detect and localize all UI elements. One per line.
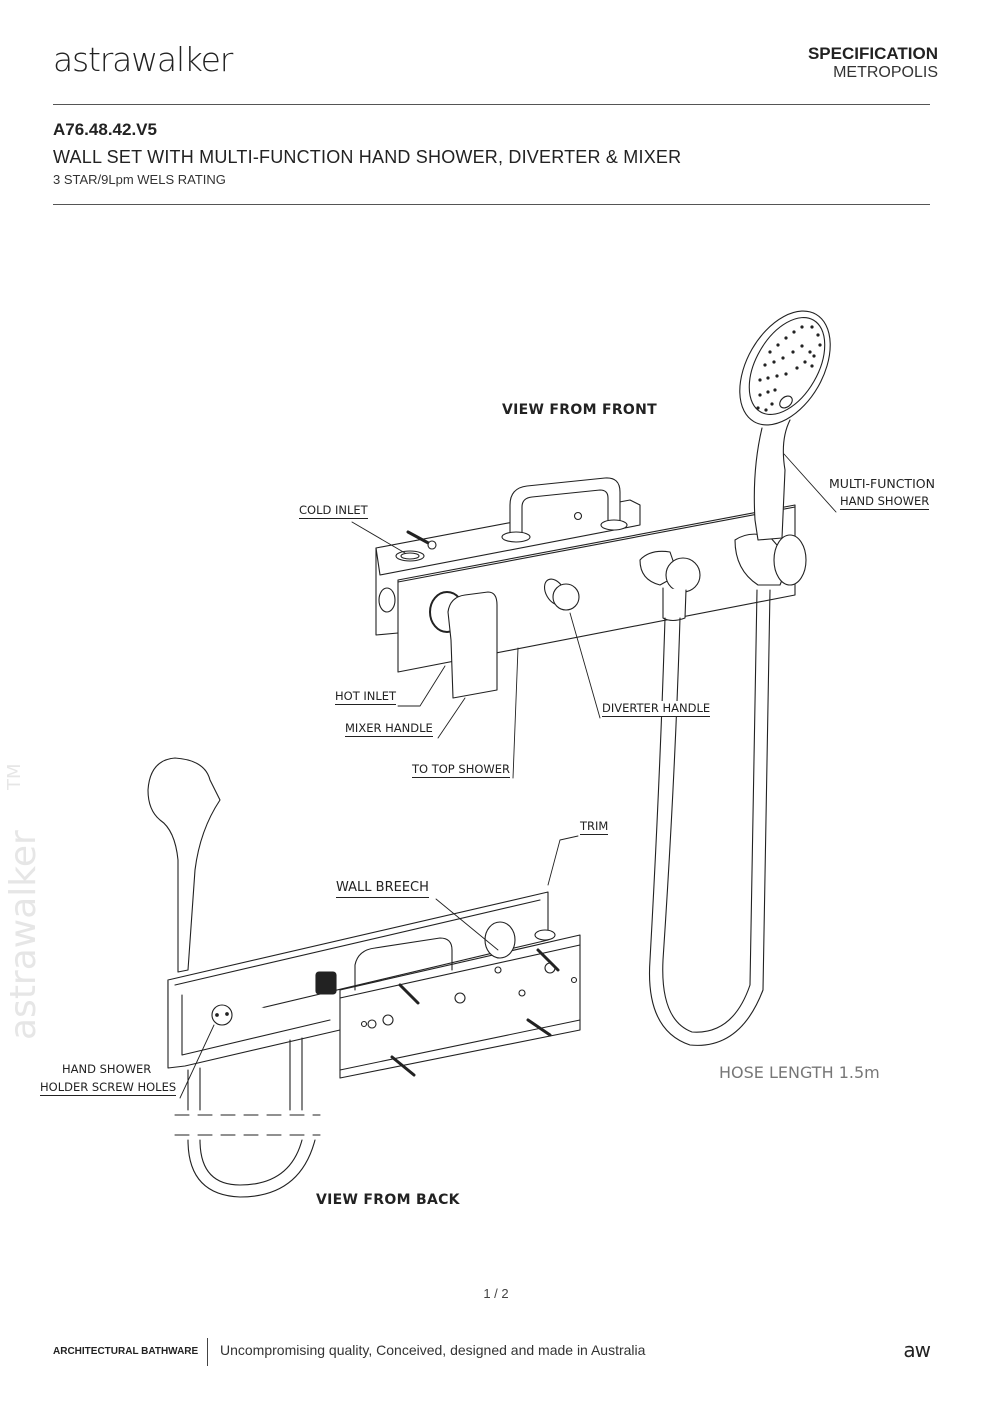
leader-lines xyxy=(179,453,837,1099)
footer-aw-mark: aw xyxy=(903,1338,931,1362)
label-to-top-shower: TO TOP SHOWER xyxy=(412,762,511,778)
footer-divider xyxy=(207,1338,208,1366)
brand-logo: astrawalker xyxy=(53,40,233,79)
label-trim: TRIM xyxy=(580,819,609,835)
hose-length: HOSE LENGTH 1.5m xyxy=(719,1063,880,1082)
product-description: WALL SET WITH MULTI-FUNCTION HAND SHOWER… xyxy=(53,147,682,167)
page-number: 1 / 2 xyxy=(483,1286,509,1301)
footer-category: ARCHITECTURAL BATHWARE xyxy=(53,1346,199,1357)
wels-rating: 3 STAR/9Lpm WELS RATING xyxy=(53,172,226,187)
header-divider xyxy=(53,104,930,105)
label-holder-screw-holes: HOLDER SCREW HOLES xyxy=(40,1080,177,1096)
label-diverter-handle: DIVERTER HANDLE xyxy=(602,701,711,717)
label-cold-inlet: COLD INLET xyxy=(299,503,368,519)
label-hot-inlet: HOT INLET xyxy=(335,689,397,705)
back-view-assembly xyxy=(147,757,581,1198)
product-code: A76.48.42.V5 xyxy=(53,120,157,139)
footer-tagline: Uncompromising quality, Conceived, desig… xyxy=(220,1342,646,1358)
label-wall-breech: WALL BREECH xyxy=(336,880,429,898)
view-from-back-heading: VIEW FROM BACK xyxy=(316,1192,460,1209)
spray-nozzles xyxy=(756,325,822,412)
front-hose xyxy=(648,589,771,1046)
front-view-assembly xyxy=(375,477,807,699)
product-divider xyxy=(53,204,930,205)
label-holder-line1: HAND SHOWER xyxy=(62,1062,152,1077)
label-multi-function: MULTI-FUNCTION xyxy=(829,476,935,492)
label-mixer-handle: MIXER HANDLE xyxy=(345,721,433,737)
label-hand-shower: HAND SHOWER xyxy=(840,494,930,510)
document-type: SPECIFICATION xyxy=(807,44,938,63)
hand-shower-head xyxy=(739,310,831,541)
collection-name: METROPOLIS xyxy=(833,64,938,81)
view-from-front-heading: VIEW FROM FRONT xyxy=(502,402,657,419)
